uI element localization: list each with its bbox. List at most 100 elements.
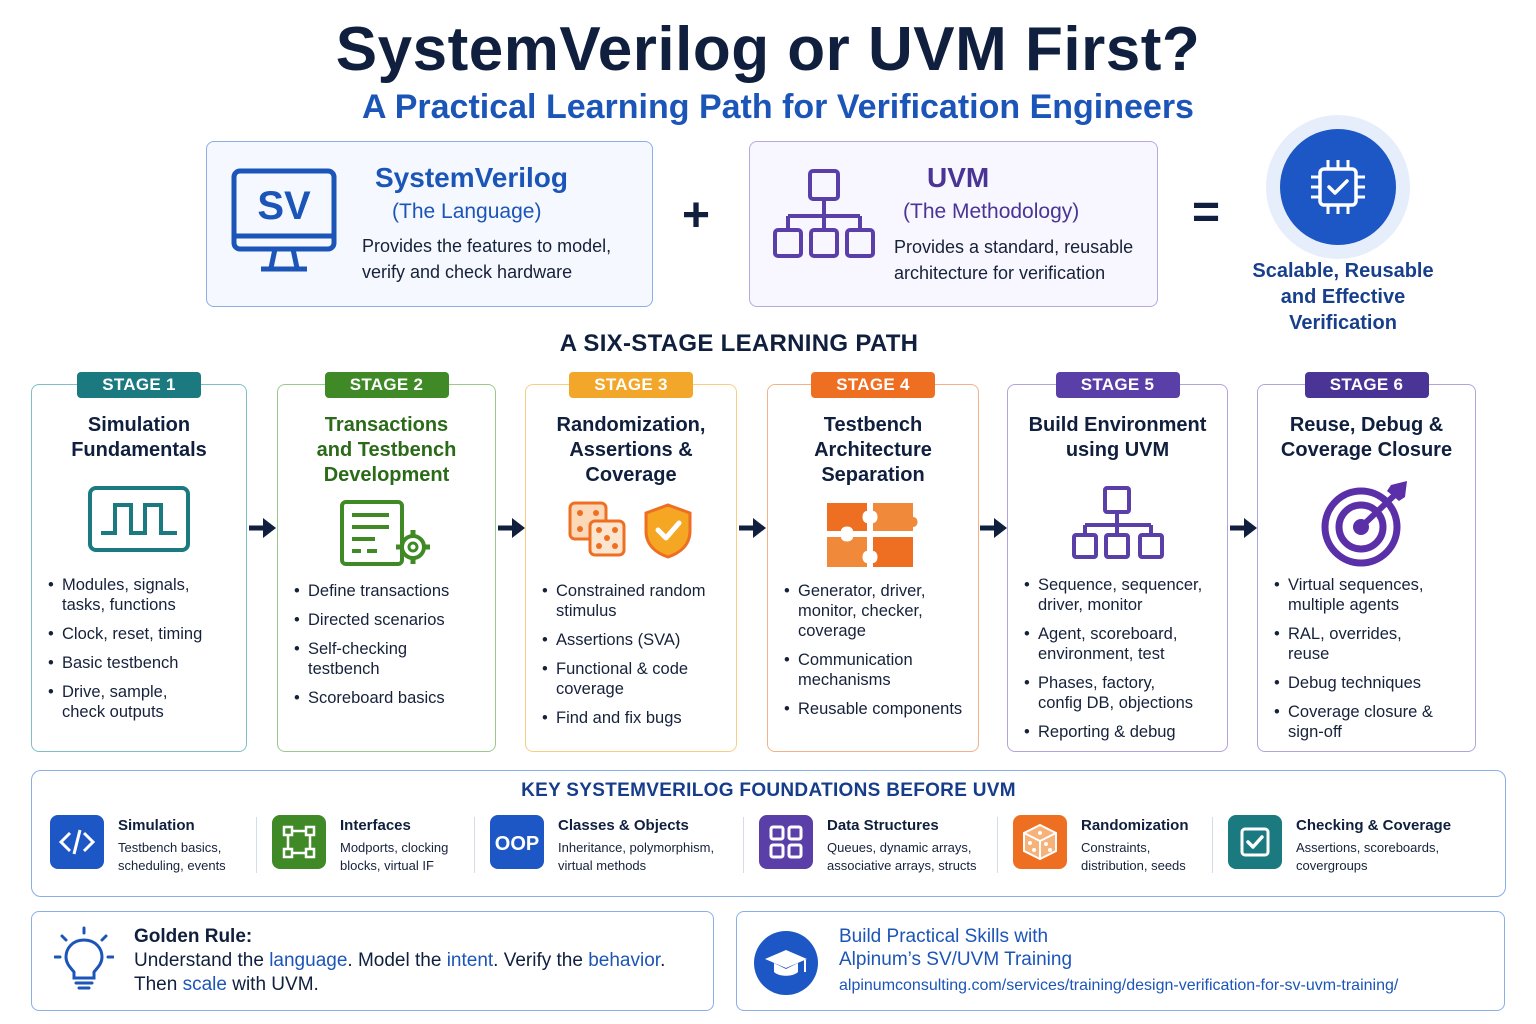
checkbox-icon (1228, 815, 1282, 869)
training-cta-card[interactable]: Build Practical Skills with Alpinum’s SV… (736, 911, 1505, 1011)
cta-line2: Alpinum’s SV/UVM Training (839, 949, 1073, 970)
foundation-desc: Queues, dynamic arrays,associative array… (827, 840, 977, 873)
uvm-hierarchy-icon (1071, 485, 1165, 566)
list-item: RAL, overrides,reuse (1274, 624, 1465, 664)
list-item: Reusable components (784, 699, 968, 719)
foundations-panel: KEY SYSTEMVERILOG FOUNDATIONS BEFORE UVM… (31, 770, 1506, 897)
stage-badge: STAGE 5 (1055, 372, 1180, 398)
foundation-desc: Assertions, scoreboards,covergroups (1296, 840, 1440, 873)
stage-title: Randomization,Assertions &Coverage (556, 414, 706, 486)
divider (1212, 817, 1213, 873)
grid-icon (759, 815, 813, 869)
foundation-title: Checking & Coverage (1296, 817, 1452, 834)
uvm-desc-line1: Provides a standard, reusable (894, 237, 1134, 257)
sv-icon-label: SV (257, 184, 311, 228)
foundations-heading: KEY SYSTEMVERILOG FOUNDATIONS BEFORE UVM (521, 780, 1016, 801)
golden-rule-line2: Then scale with UVM. (134, 974, 319, 995)
uvm-card: UVM (The Methodology) Provides a standar… (749, 141, 1158, 307)
foundation-desc: Constraints,distribution, seeds (1081, 840, 1186, 873)
golden-rule-heading: Golden Rule: (134, 926, 253, 947)
foundation-desc: Testbench basics,scheduling, events (118, 840, 226, 873)
sv-subtitle: (The Language) (392, 200, 542, 223)
cta-line1: Build Practical Skills with (839, 926, 1049, 947)
oop-icon: OOP (490, 815, 544, 869)
list-item: Reporting & debug (1024, 722, 1217, 742)
stage-badge: STAGE 3 (569, 372, 693, 398)
arrow-right-icon (737, 516, 767, 545)
golden-rule-line1: Understand the language. Model the inten… (134, 950, 666, 971)
lightbulb-icon (54, 926, 114, 990)
stage-bullet-list: Generator, driver,monitor, checker,cover… (784, 581, 968, 728)
sv-title: SystemVerilog (375, 162, 568, 193)
stage-card-4: STAGE 4 TestbenchArchitectureSeparationGe… (767, 372, 979, 752)
uvm-subtitle: (The Methodology) (903, 200, 1080, 223)
puzzle-icon (823, 497, 923, 576)
graduation-cap-icon (754, 931, 818, 995)
list-item: Modules, signals,tasks, functions (48, 575, 236, 615)
document-gear-icon (339, 499, 435, 574)
result-text: Scalable, Reusable and Effective Verific… (1252, 260, 1434, 334)
stage-card-1: STAGE 1SimulationFundamentalsModules, si… (31, 372, 247, 752)
stage-bullet-list: Constrained randomstimulusAssertions (SV… (542, 581, 726, 737)
stage-badge: STAGE 4 (811, 372, 935, 398)
arrow-right-icon (978, 516, 1008, 545)
list-item: Agent, scoreboard,environment, test (1024, 624, 1217, 664)
list-item: Scoreboard basics (294, 688, 485, 708)
page-subtitle: A Practical Learning Path for Verificati… (362, 88, 1194, 126)
list-item: Assertions (SVA) (542, 630, 726, 650)
stage-card-6: STAGE 6 Reuse, Debug &Coverage ClosureVir… (1257, 372, 1476, 752)
sv-desc-line1: Provides the features to model, (362, 236, 612, 256)
chip-check-icon (1311, 160, 1365, 214)
list-item: Generator, driver,monitor, checker,cover… (784, 581, 968, 641)
target-icon (1321, 481, 1413, 572)
foundation-title: Classes & Objects (558, 817, 689, 834)
list-item: Define transactions (294, 581, 485, 601)
list-item: Virtual sequences,multiple agents (1274, 575, 1465, 615)
stage-bullet-list: Virtual sequences,multiple agentsRAL, ov… (1274, 575, 1465, 751)
foundation-title: Simulation (118, 817, 195, 834)
stage-title: Reuse, Debug &Coverage Closure (1280, 414, 1453, 461)
arrow-right-icon (247, 516, 277, 545)
page-title: SystemVerilog or UVM First? (335, 15, 1201, 84)
arrow-right-icon (1228, 516, 1258, 545)
list-item: Clock, reset, timing (48, 624, 236, 644)
list-item: Drive, sample,check outputs (48, 682, 236, 722)
stage-badge: STAGE 2 (324, 372, 449, 398)
svg-text:OOP: OOP (495, 833, 539, 855)
golden-rule-card: Golden Rule: Understand the language. Mo… (31, 911, 714, 1011)
foundation-title: Interfaces (340, 817, 411, 834)
divider (256, 817, 257, 873)
interface-icon (272, 815, 326, 869)
uvm-desc-line2: architecture for verification (894, 263, 1106, 283)
verification-chip-badge (1266, 115, 1410, 259)
list-item: Directed scenarios (294, 610, 485, 630)
foundation-desc: Inheritance, polymorphism,virtual method… (558, 840, 715, 873)
stage-badge: STAGE 1 (77, 372, 201, 398)
waveform-icon (87, 485, 191, 558)
arrow-right-icon (496, 516, 526, 545)
list-item: Debug techniques (1274, 673, 1465, 693)
dice-shield-icon (566, 499, 696, 566)
stage-bullet-list: Define transactionsDirected scenariosSel… (294, 581, 485, 717)
stage-badge: STAGE 6 (1304, 372, 1429, 398)
uvm-title: UVM (927, 162, 990, 193)
divider (743, 817, 744, 873)
hierarchy-icon (773, 169, 875, 258)
training-link[interactable]: alpinumconsulting.com/services/training/… (839, 977, 1399, 994)
divider (474, 817, 475, 873)
equals-sign: = (1192, 186, 1221, 239)
foundation-title: Randomization (1081, 817, 1189, 834)
